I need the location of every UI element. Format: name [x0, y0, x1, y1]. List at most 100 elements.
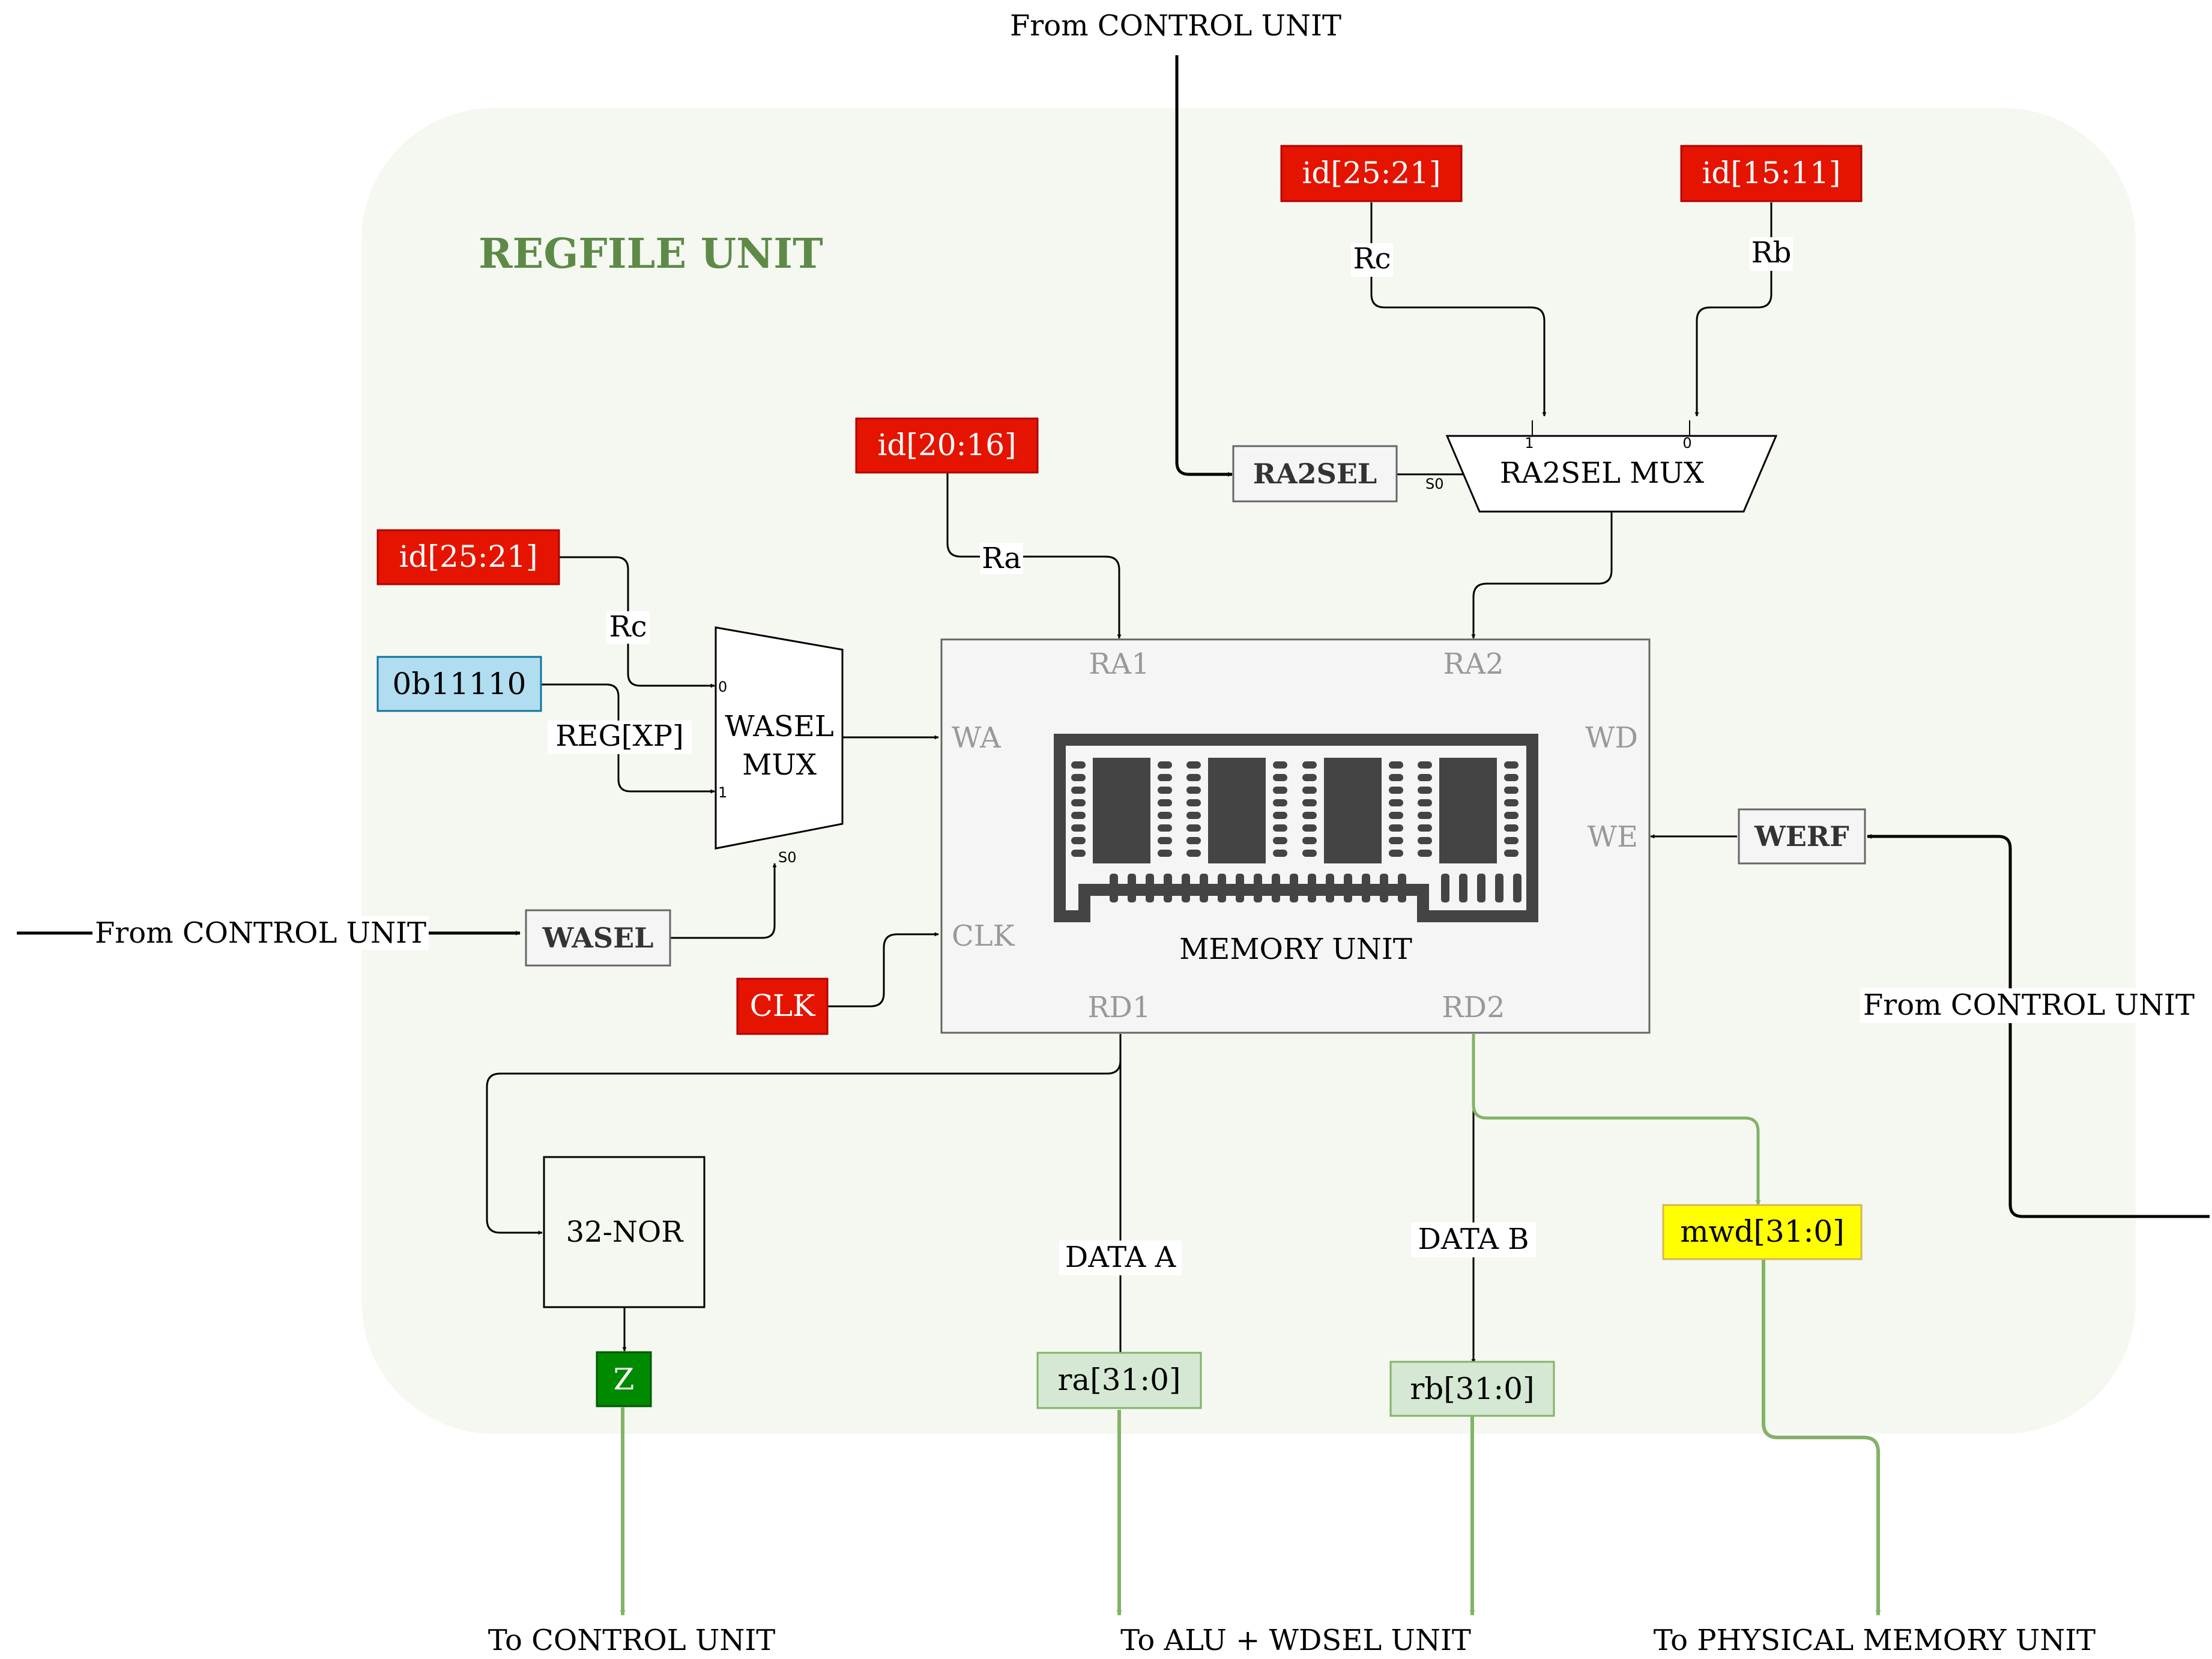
memory-chip-pin [1273, 812, 1287, 819]
from-control-unit-left: From CONTROL UNIT [95, 916, 426, 950]
memory-chip-2 [1208, 758, 1266, 863]
memory-contact-finger [1128, 874, 1136, 902]
memory-chip-pin [1273, 824, 1287, 832]
memory-chip-pin [1302, 761, 1317, 769]
memory-contact-finger [1308, 874, 1316, 902]
memory-chip-pin [1273, 774, 1287, 781]
ra2sel-mux-in1: 1 [1525, 435, 1534, 452]
wire-label-rb: Rb [1751, 236, 1792, 270]
input-const-0b11110-label: 0b11110 [393, 666, 527, 701]
wasel-mux: WASEL MUX 0 1 S0 [715, 626, 844, 866]
memory-contact-finger [1218, 874, 1226, 902]
input-id-20-16: id[20:16] [855, 417, 1039, 474]
input-id-20-16-label: id[20:16] [877, 428, 1016, 462]
memory-chip-1 [1093, 758, 1150, 863]
memory-chip-pin [1389, 787, 1403, 794]
memory-chip-pin [1418, 837, 1432, 844]
memory-contact-finger [1441, 874, 1449, 902]
memory-contact-finger [1146, 874, 1154, 902]
wire-ra [946, 472, 1122, 639]
wire-wasel-to-mux [671, 863, 777, 939]
memory-chip-pin [1158, 761, 1172, 769]
wire-cu-top-to-ra2sel [1175, 55, 1233, 477]
wasel-label: WASEL [542, 922, 653, 954]
memory-chip-pin [1071, 787, 1086, 794]
output-z-label: Z [614, 1362, 635, 1397]
memory-contact-finger [1495, 874, 1503, 902]
memory-chip-pin [1302, 774, 1317, 781]
nor-32-gate: 32-NOR [543, 1156, 706, 1308]
wire-cu-right-to-werf [1867, 834, 2210, 1218]
memory-chip-pin [1418, 850, 1432, 857]
port-rd1: RD1 [1087, 991, 1150, 1024]
memory-contact-finger [1164, 874, 1172, 902]
memory-chip-pin [1186, 850, 1201, 857]
input-id-25-21-top-label: id[25:21] [1302, 156, 1440, 190]
memory-contact-finger [1236, 874, 1244, 902]
memory-chip-pin [1186, 824, 1201, 832]
memory-chip-pin [1504, 774, 1518, 781]
memory-chip-pin [1071, 837, 1086, 844]
output-rb-label: rb[31:0] [1410, 1371, 1534, 1406]
input-clk-label: CLK [750, 988, 816, 1023]
memory-chip-pin [1418, 774, 1432, 781]
memory-chip-pin [1389, 824, 1403, 832]
ra2sel-mux-in0: 0 [1682, 435, 1691, 452]
wasel-mux-in1: 1 [718, 784, 727, 801]
memory-chip-pin [1186, 837, 1201, 844]
from-control-unit-right: From CONTROL UNIT [1863, 988, 2195, 1022]
memory-contact-finger [1182, 874, 1190, 902]
wire-clk [827, 932, 939, 1008]
wire-label-rc-top: Rc [1353, 242, 1391, 276]
memory-chip-pin [1158, 837, 1172, 844]
from-control-unit-top: From CONTROL UNIT [1010, 9, 1341, 43]
memory-chip-pin [1302, 787, 1317, 794]
memory-chip-pin [1273, 837, 1287, 844]
memory-contact-finger [1344, 874, 1352, 902]
memory-chip-pin [1418, 812, 1432, 819]
input-id-25-21-left-label: id[25:21] [399, 539, 537, 574]
wasel-mux-label-2: MUX [742, 748, 817, 782]
memory-chip-pin [1071, 850, 1086, 857]
to-alu-wdsel-unit: To ALU + WDSEL UNIT [1120, 1624, 1471, 1657]
memory-chip-4 [1439, 758, 1497, 863]
memory-chip-pin [1158, 812, 1172, 819]
wire-rc-top [1370, 202, 1547, 417]
port-clk: CLK [952, 919, 1015, 953]
memory-chip-pin [1158, 799, 1172, 806]
input-clk: CLK [736, 978, 829, 1035]
memory-chip-pin [1504, 761, 1518, 769]
memory-chip-icon [1054, 734, 1538, 922]
output-mwd-label: mwd[31:0] [1680, 1214, 1845, 1249]
memory-contact-finger [1110, 874, 1118, 902]
memory-chip-pin [1302, 837, 1317, 844]
memory-chip-pin [1504, 799, 1518, 806]
memory-chip-pin [1186, 812, 1201, 819]
memory-chip-pin [1158, 787, 1172, 794]
memory-chip-pin [1158, 824, 1172, 832]
memory-chip-pin [1071, 761, 1086, 769]
werf-control-box: WERF [1738, 808, 1866, 865]
wire-label-reg-xp: REG[XP] [555, 719, 683, 753]
memory-chip-pin [1418, 824, 1432, 832]
werf-label: WERF [1754, 820, 1849, 853]
memory-chip-pin [1186, 799, 1201, 806]
ra2sel-mux: RA2SEL MUX 1 0 S0 [1425, 420, 1778, 513]
memory-chip-pin [1302, 850, 1317, 857]
memory-contact-finger [1362, 874, 1370, 902]
memory-chip-pin [1504, 787, 1518, 794]
memory-contact-finger [1513, 874, 1522, 902]
memory-chip-pin [1186, 774, 1201, 781]
to-control-unit: To CONTROL UNIT [488, 1624, 776, 1657]
memory-contact-finger [1326, 874, 1334, 902]
wasel-mux-label-1: WASEL [725, 710, 833, 743]
memory-chip-pin [1158, 774, 1172, 781]
wire-rb [1694, 202, 1772, 417]
wasel-mux-in0: 0 [718, 678, 727, 695]
wasel-mux-s0: S0 [778, 849, 797, 866]
memory-chip-pin [1186, 761, 1201, 769]
wire-rd2-to-mwd [1472, 1034, 1761, 1206]
memory-chip-pin [1071, 774, 1086, 781]
wire-label-rc-left: Rc [609, 610, 647, 644]
input-id-25-21-top: id[25:21] [1280, 145, 1463, 202]
